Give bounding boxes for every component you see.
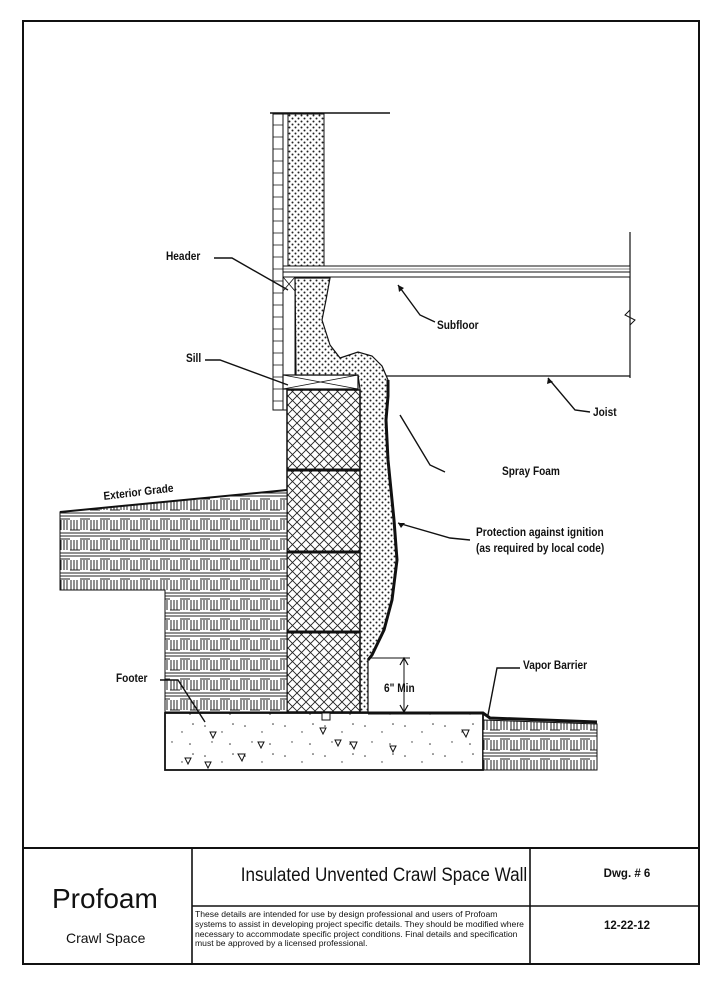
joist-label: Joist	[593, 407, 617, 419]
six-inch-dimension	[368, 656, 410, 714]
sill-label: Sill	[186, 353, 202, 365]
vapor-barrier-label: Vapor Barrier	[523, 660, 588, 672]
company-name: Profoam	[52, 883, 158, 914]
leader-lines	[160, 257, 591, 723]
subfloor-label: Subfloor	[437, 320, 479, 332]
six-inch-min-label: 6" Min	[384, 683, 415, 695]
disclaimer-text: These details are intended for use by de…	[195, 909, 524, 949]
floor-system	[282, 232, 636, 378]
crawl-soil	[482, 719, 598, 771]
spray-foam-label: Spray Foam	[502, 466, 560, 478]
sill-plate	[282, 374, 359, 390]
footer-label: Footer	[116, 673, 148, 685]
footer-concrete	[164, 712, 484, 771]
foundation-wall	[286, 389, 361, 713]
header-label: Header	[166, 251, 201, 263]
protection-label-line2: (as required by local code)	[476, 543, 605, 555]
protection-label-line1: Protection against ignition	[476, 527, 604, 539]
drawing-title: Insulated Unvented Crawl Space Wall	[240, 865, 528, 886]
title-block-grid	[22, 847, 700, 965]
wall-framing	[270, 112, 390, 411]
title-block: Profoam Crawl Space Insulated Unvented C…	[22, 848, 700, 965]
drawing-date: 12-22-12	[603, 920, 651, 932]
exterior-soil	[59, 489, 288, 713]
drawing-number: Dwg. # 6	[603, 868, 651, 880]
ignition-barrier	[366, 380, 399, 661]
vapor-barrier-line	[368, 711, 598, 724]
drawing-category: Crawl Space	[66, 930, 146, 946]
